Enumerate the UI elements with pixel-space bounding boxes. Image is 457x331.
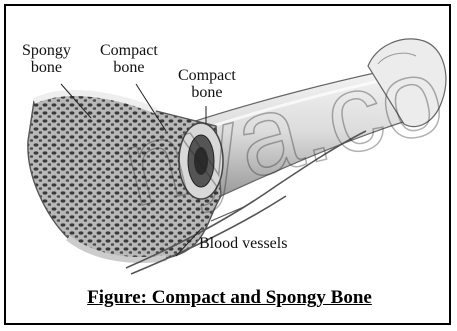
compact-bone-label-inner: Compact bone (178, 67, 236, 101)
watermark-text: nya.co (111, 32, 451, 230)
figure-caption: Figure: Compact and Spongy Bone (6, 287, 451, 309)
figure-frame: nya.co Spongy bone Compact bone Compact … (4, 4, 451, 325)
blood-vessels-label: Blood vessels (199, 235, 287, 252)
compact-bone-label-outer: Compact bone (100, 42, 158, 76)
bone-illustration: nya.co (6, 6, 451, 325)
spongy-bone-label: Spongy bone (22, 42, 71, 76)
